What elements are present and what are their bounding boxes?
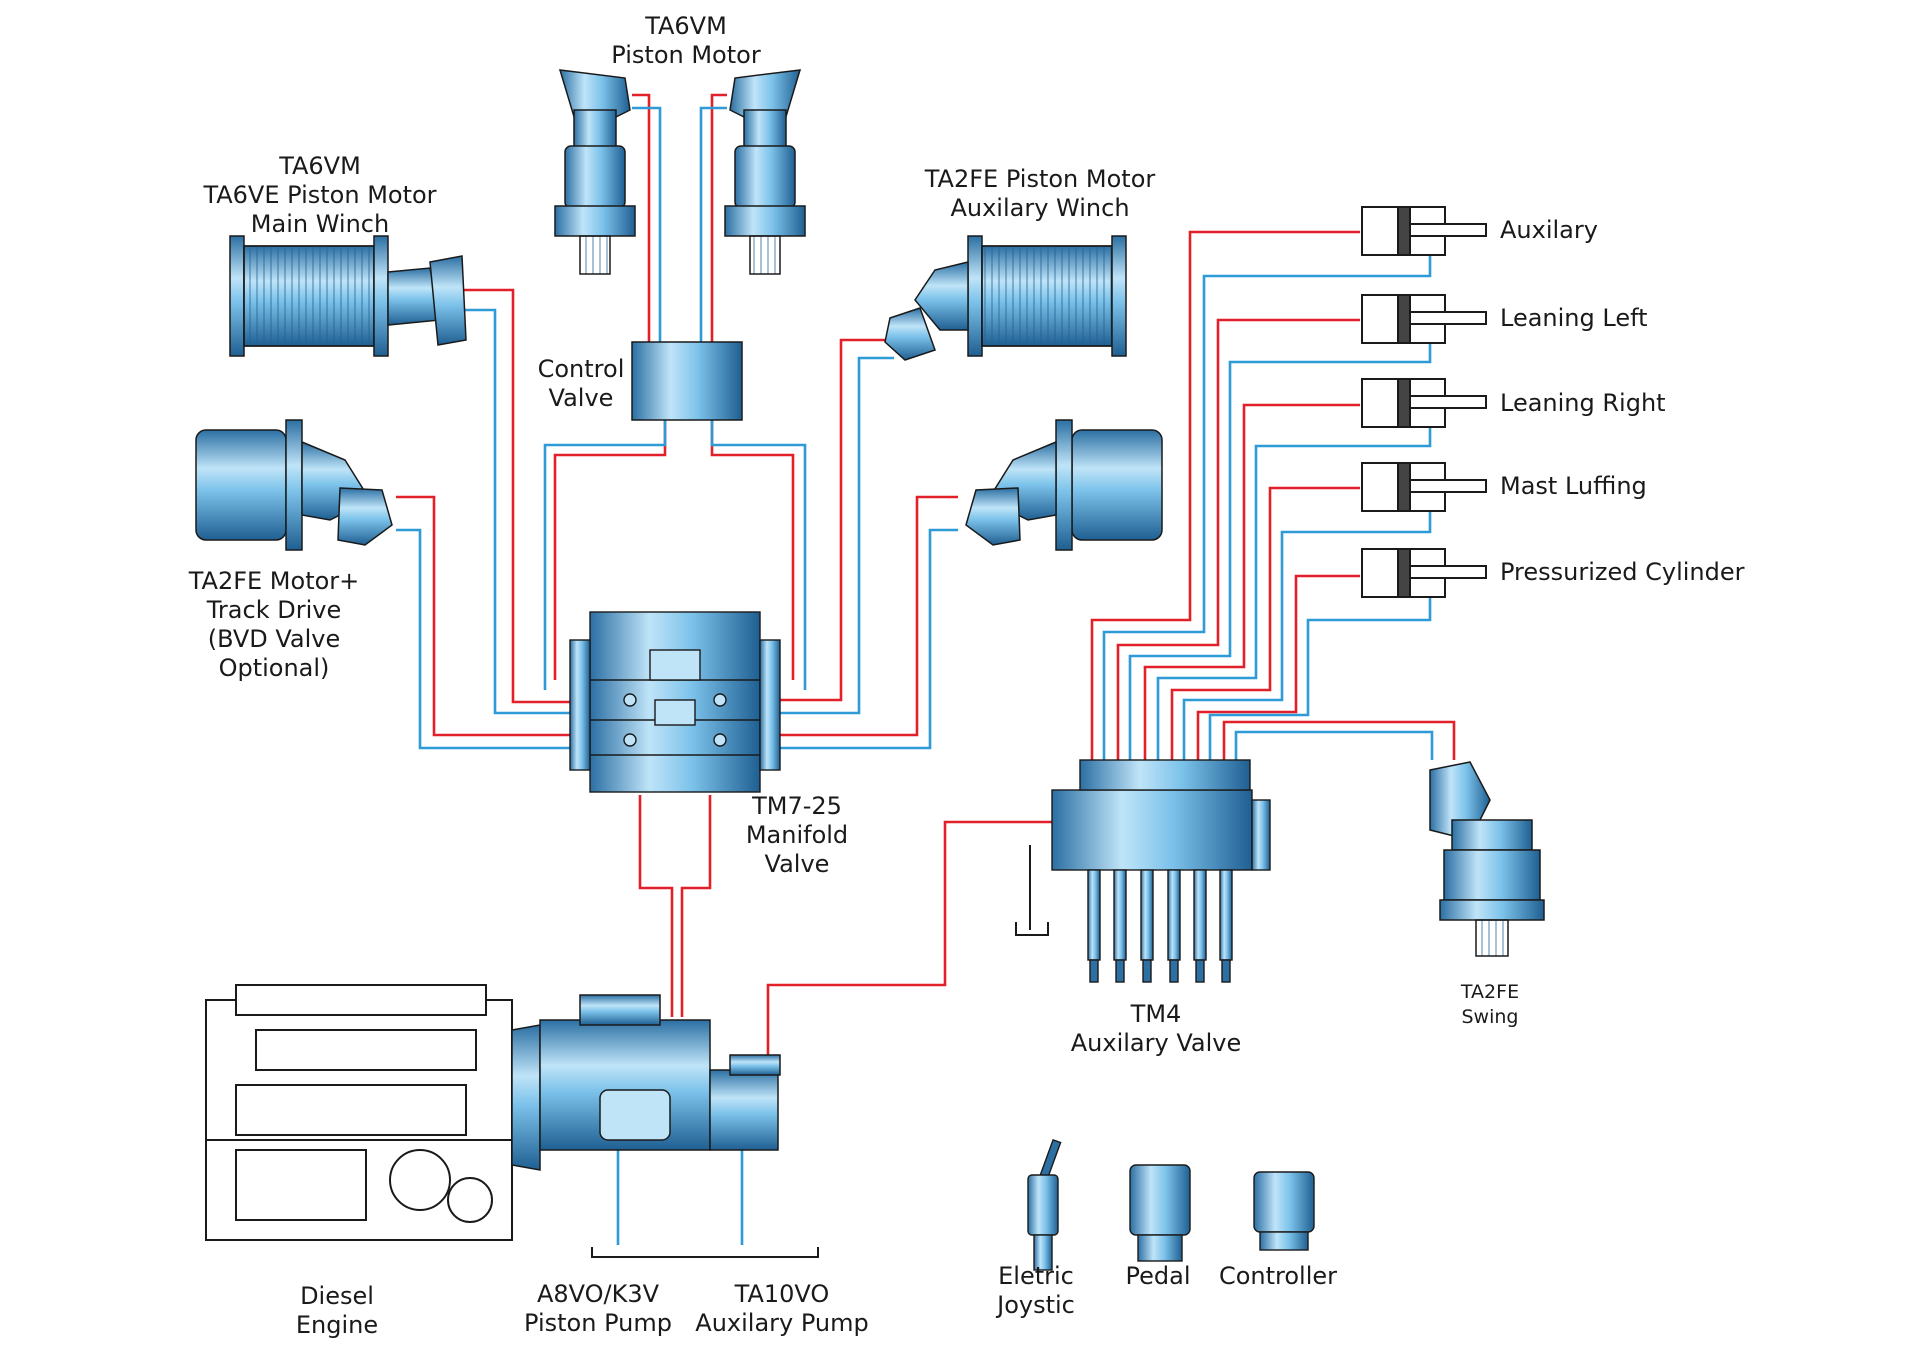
cylinder-pressurized — [1361, 548, 1487, 598]
label-cylinder-leaning-right: Leaning Right — [1500, 389, 1666, 417]
cylinders — [1361, 206, 1487, 598]
label-aux-valve: TM4 Auxilary Valve — [1070, 1000, 1242, 1057]
label-joystick: Eletric Joystic — [997, 1262, 1075, 1319]
swing-motor — [1429, 761, 1545, 957]
label-track-drive: TA2FE Motor+ Track Drive (BVD Valve Opti… — [188, 567, 360, 682]
electric-joystick — [1027, 1138, 1062, 1271]
main-winch — [229, 235, 467, 357]
cylinder-leaning-left — [1361, 294, 1487, 344]
label-cylinder-pressurized: Pressurized Cylinder — [1500, 558, 1745, 586]
main-piston-pump — [511, 994, 711, 1171]
controller — [1253, 1171, 1315, 1251]
label-piston-motor-top: TA6VM Piston Motor — [611, 12, 761, 69]
tm4-aux-valve — [1051, 759, 1271, 983]
label-manifold: TM7-25 Manifold Valve — [745, 792, 849, 878]
label-cylinder-auxilary: Auxilary — [1500, 216, 1598, 244]
label-main-pump: A8VO/K3V Piston Pump — [524, 1280, 672, 1337]
label-pedal: Pedal — [1125, 1262, 1191, 1290]
diesel-engine — [205, 984, 513, 1241]
tank-symbol — [1015, 845, 1049, 936]
pump-bracket — [591, 1247, 819, 1258]
label-cylinder-leaning-left: Leaning Left — [1500, 304, 1648, 332]
aux-winch — [884, 235, 1127, 361]
return-lines — [396, 106, 1434, 1245]
aux-pump — [709, 1054, 781, 1151]
cylinder-leaning-right — [1361, 378, 1487, 428]
control-valve — [631, 341, 743, 421]
tm7-25-manifold — [569, 611, 781, 793]
label-main-winch: TA6VM TA6VE Piston Motor Main Winch — [203, 152, 437, 238]
piston-motor-left — [554, 69, 636, 275]
label-aux-pump: TA10VO Auxilary Pump — [695, 1280, 869, 1337]
label-swing: TA2FE Swing — [1460, 981, 1520, 1028]
piston-motor-right — [724, 69, 806, 275]
label-aux-winch: TA2FE Piston Motor Auxilary Winch — [924, 165, 1156, 222]
label-controller: Controller — [1218, 1262, 1338, 1290]
label-control-valve: Control Valve — [537, 355, 625, 412]
track-drive-right — [965, 419, 1163, 551]
track-drive-left — [195, 419, 393, 551]
pressure-lines — [396, 93, 1456, 1095]
cylinder-auxilary — [1361, 206, 1487, 256]
pedal — [1129, 1164, 1191, 1262]
label-cylinder-mast-luffing: Mast Luffing — [1500, 472, 1647, 500]
cylinder-mast-luffing — [1361, 462, 1487, 512]
label-engine: Diesel Engine — [295, 1282, 379, 1339]
